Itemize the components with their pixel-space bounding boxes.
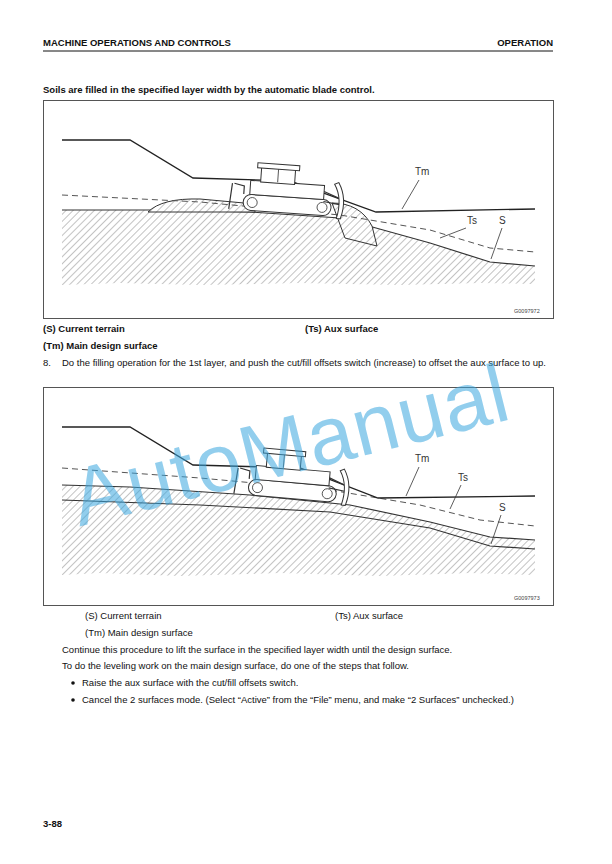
bullet-text: Raise the aux surface with the cut/fill …: [82, 677, 554, 689]
figure-code: G0097973: [514, 595, 540, 602]
bullet-text: Cancel the 2 surfaces mode. (Select “Act…: [82, 694, 554, 706]
page-number: 3-88: [43, 818, 62, 830]
legend-text: (S) Current terrain: [85, 610, 162, 622]
callout-label: Ts: [457, 471, 469, 484]
figure-code: G0097972: [514, 308, 540, 315]
legend-text: (Tm) Main design surface: [85, 627, 193, 639]
page-header: OPERATION: [497, 37, 553, 49]
body-text: To do the leveling work on the main desi…: [62, 660, 554, 672]
page-header: MACHINE OPERATIONS AND CONTROLS: [43, 37, 231, 49]
section-lead: Soils are filled in the specified layer …: [43, 84, 558, 96]
legend-text: (Ts) Aux surface: [335, 610, 403, 622]
legend-text: (S) Current terrain: [43, 323, 125, 335]
callout-label: Tm: [414, 165, 430, 178]
callout-label: S: [498, 501, 507, 514]
callout-label: S: [498, 214, 507, 227]
legend-text: (Tm) Main design surface: [43, 340, 158, 352]
legend-text: (Ts) Aux surface: [305, 323, 378, 335]
step-number: 8.: [43, 357, 51, 369]
callout-label: Ts: [466, 214, 478, 227]
body-text: Continue this procedure to lift the surf…: [62, 644, 554, 656]
